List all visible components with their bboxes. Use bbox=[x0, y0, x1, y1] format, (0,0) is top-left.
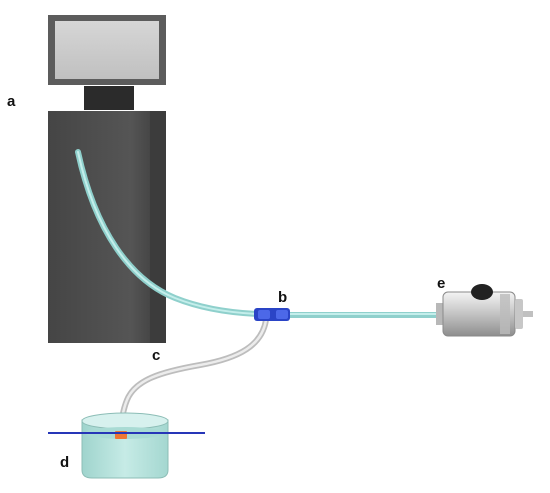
monitor-screen bbox=[55, 21, 159, 79]
label-c: c bbox=[152, 347, 160, 364]
pump bbox=[436, 284, 533, 337]
instrument bbox=[48, 15, 166, 343]
transfer-tubing bbox=[75, 149, 443, 318]
monitor-stand bbox=[84, 86, 134, 110]
instrument-body-side bbox=[150, 111, 166, 343]
pump-knob bbox=[471, 284, 493, 300]
sample-container bbox=[48, 412, 205, 479]
label-e: e bbox=[437, 275, 445, 292]
label-a: a bbox=[7, 93, 16, 110]
label-d: d bbox=[60, 454, 69, 471]
label-b: b bbox=[278, 289, 287, 306]
connector bbox=[254, 308, 290, 321]
